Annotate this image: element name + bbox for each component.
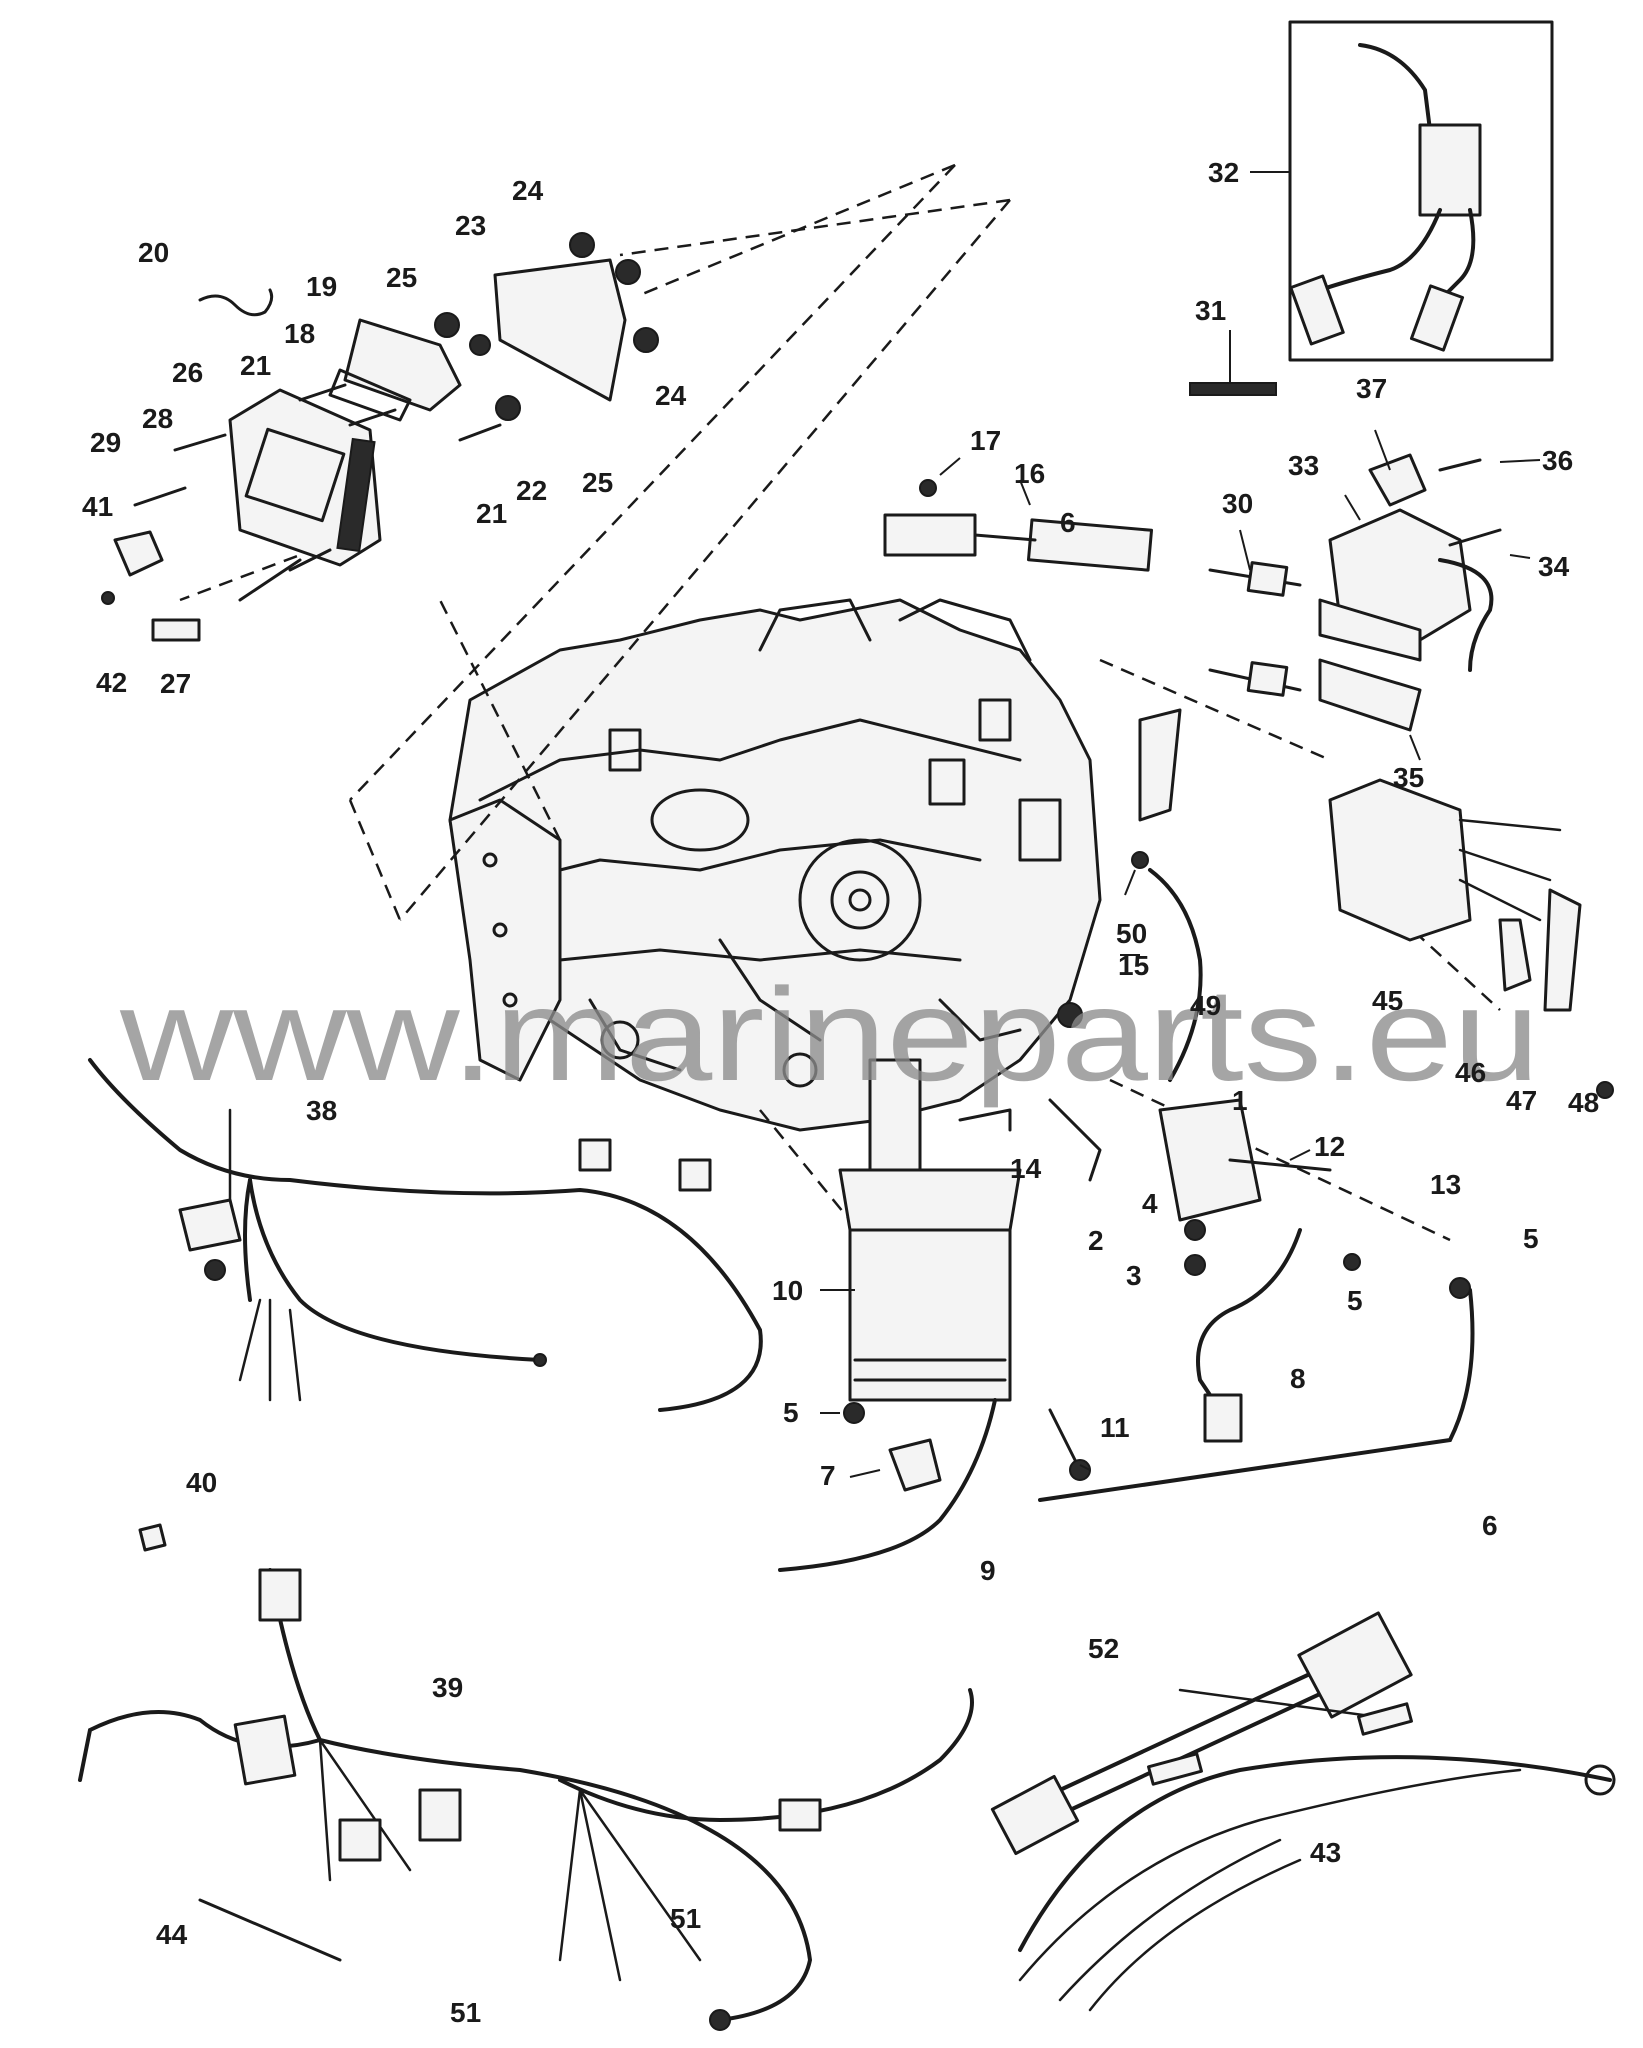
callout-35: 35 [1393,762,1424,793]
callout-52: 52 [1088,1633,1119,1664]
starter-relay-group [958,1002,1332,1276]
watermark: www.marineparts.eu [119,961,1540,1108]
callout-31: 31 [1195,295,1226,326]
callout-49: 49 [1190,990,1221,1021]
wiring-harness-38 [88,1058,763,1412]
callout-44: 44 [156,1919,188,1950]
callout-3: 3 [1126,1260,1142,1291]
callout-18: 18 [284,318,315,349]
battery-cable-long [1038,1288,1475,1502]
callout-2: 2 [1088,1225,1104,1256]
cable-boot [1203,1393,1243,1443]
callout-20: 20 [138,237,169,268]
callout-51-right: 51 [670,1903,701,1934]
callout-24-upper: 24 [512,175,544,206]
ignition-module-group [101,232,659,642]
callout-5-middle: 5 [1347,1285,1363,1316]
callout-17: 17 [970,425,1001,456]
leader-lines [820,171,1541,1478]
sensor-assembly [883,479,1154,572]
callout-40: 40 [186,1467,217,1498]
terminal-boot [888,1438,942,1492]
callout-48: 48 [1568,1087,1599,1118]
callout-11: 11 [1100,1412,1130,1443]
callout-12: 12 [1314,1131,1345,1162]
callout-16: 16 [1014,458,1045,489]
callout-21-lower: 21 [476,498,507,529]
callout-8: 8 [1290,1363,1306,1394]
callout-33: 33 [1288,450,1319,481]
callout-30: 30 [1222,488,1253,519]
callout-39: 39 [432,1672,463,1703]
callout-10: 10 [772,1275,803,1306]
wiring-harness-39 [78,1568,974,2031]
callout-21-upper: 21 [240,350,271,381]
callout-25-upper: 25 [386,262,417,293]
callout-22: 22 [516,475,547,506]
callout-23: 23 [455,210,486,241]
callout-5-left: 5 [783,1397,799,1428]
callout-5-right: 5 [1523,1223,1539,1254]
callout-45: 45 [1372,985,1403,1016]
extension-harness [990,1611,1413,1856]
callout-9: 9 [980,1555,996,1586]
callout-1: 1 [1232,1085,1248,1116]
callout-7: 7 [820,1460,836,1491]
callout-6: 6 [1482,1510,1498,1541]
callout-47: 47 [1506,1085,1537,1116]
callout-43: 43 [1310,1837,1341,1868]
callout-51-left: 51 [450,1997,481,2028]
starter-cable [778,1398,997,1572]
callout-50: 50 [1116,918,1147,949]
callout-27: 27 [160,668,191,699]
callout-38: 38 [306,1095,337,1126]
callout-numbers: 1 2 3 4 5 5 5 6 6 7 8 9 10 11 12 13 14 1… [82,157,1599,2028]
battery-cable-red [1196,1228,1302,1412]
callout-46: 46 [1455,1057,1486,1088]
callout-14: 14 [1010,1153,1042,1184]
clip-40 [138,1523,167,1552]
callout-28: 28 [142,403,173,434]
trim-sender-wire [1018,1688,1616,2012]
callout-32: 32 [1208,157,1239,188]
callout-25-lower: 25 [582,467,613,498]
rectifier-module [1328,778,1614,1099]
callout-24-lower: 24 [655,380,687,411]
cable-tie [198,1898,342,1962]
callout-13: 13 [1430,1169,1461,1200]
callout-6-sensor: 6 [1060,507,1076,538]
callout-36: 36 [1542,445,1573,476]
starter-motor [838,1058,1022,1424]
trim-strip [1189,382,1277,396]
callout-42: 42 [96,667,127,698]
callout-41: 41 [82,491,113,522]
callout-34: 34 [1538,551,1570,582]
engine-block [448,598,1102,1132]
temperature-sensor [1131,708,1203,1082]
callout-19: 19 [306,271,337,302]
callout-26: 26 [172,357,203,388]
ignition-coil-assembly [1208,453,1502,732]
ignition-coil-box [1288,20,1554,362]
callout-15: 15 [1118,950,1149,981]
callout-37: 37 [1356,373,1387,404]
callout-29: 29 [90,427,121,458]
callout-4: 4 [1142,1188,1158,1219]
